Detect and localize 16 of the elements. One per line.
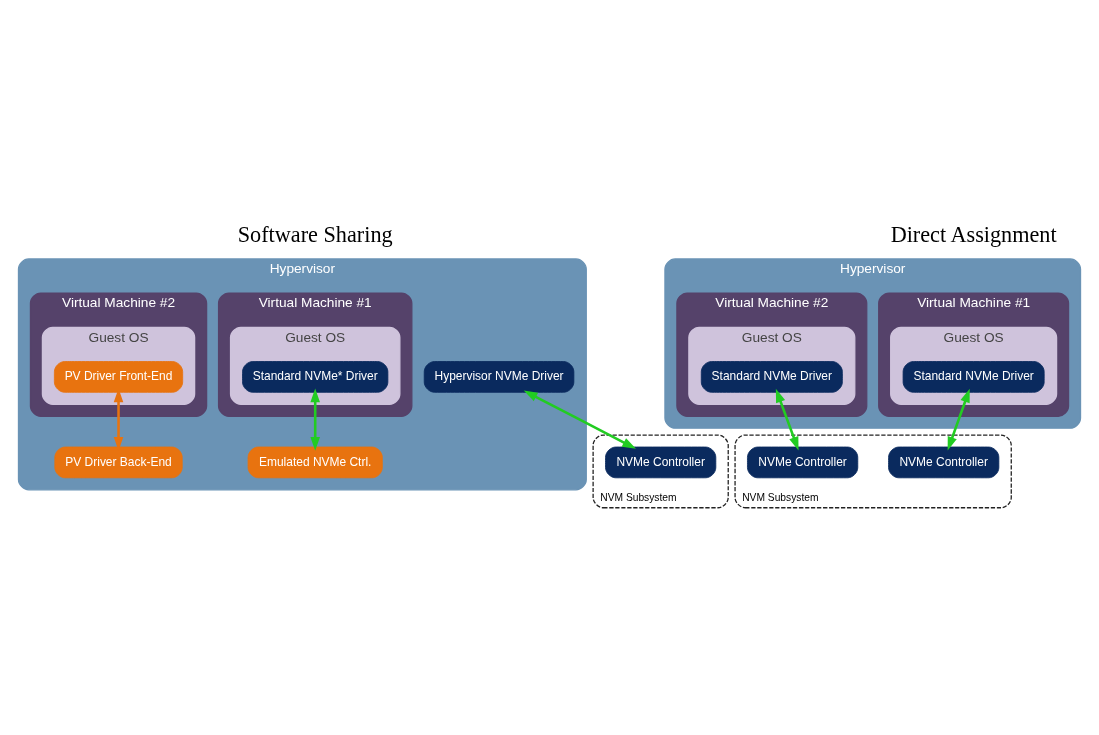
node-box: PV Driver Back-End	[54, 446, 183, 479]
arrow	[523, 390, 637, 449]
node-box: Standard NVMe Driver	[902, 361, 1045, 393]
node-box: Emulated NVMe Ctrl.	[247, 446, 383, 479]
arrow	[310, 388, 320, 451]
arrow	[947, 388, 970, 451]
node-box: NVMe Controller	[747, 446, 859, 479]
node-box: Standard NVMe* Driver	[242, 361, 389, 393]
node-box: Standard NVMe Driver	[700, 361, 843, 393]
node-box: PV Driver Front-End	[53, 361, 184, 393]
label: Software Sharing	[237, 221, 393, 247]
arrow	[775, 388, 799, 451]
node-box: NVMe Controller	[605, 446, 717, 479]
node-box: Hypervisor NVMe Driver	[423, 361, 575, 393]
node-box: NVMe Controller	[888, 446, 1000, 479]
label: Direct Assignment	[890, 221, 1057, 247]
